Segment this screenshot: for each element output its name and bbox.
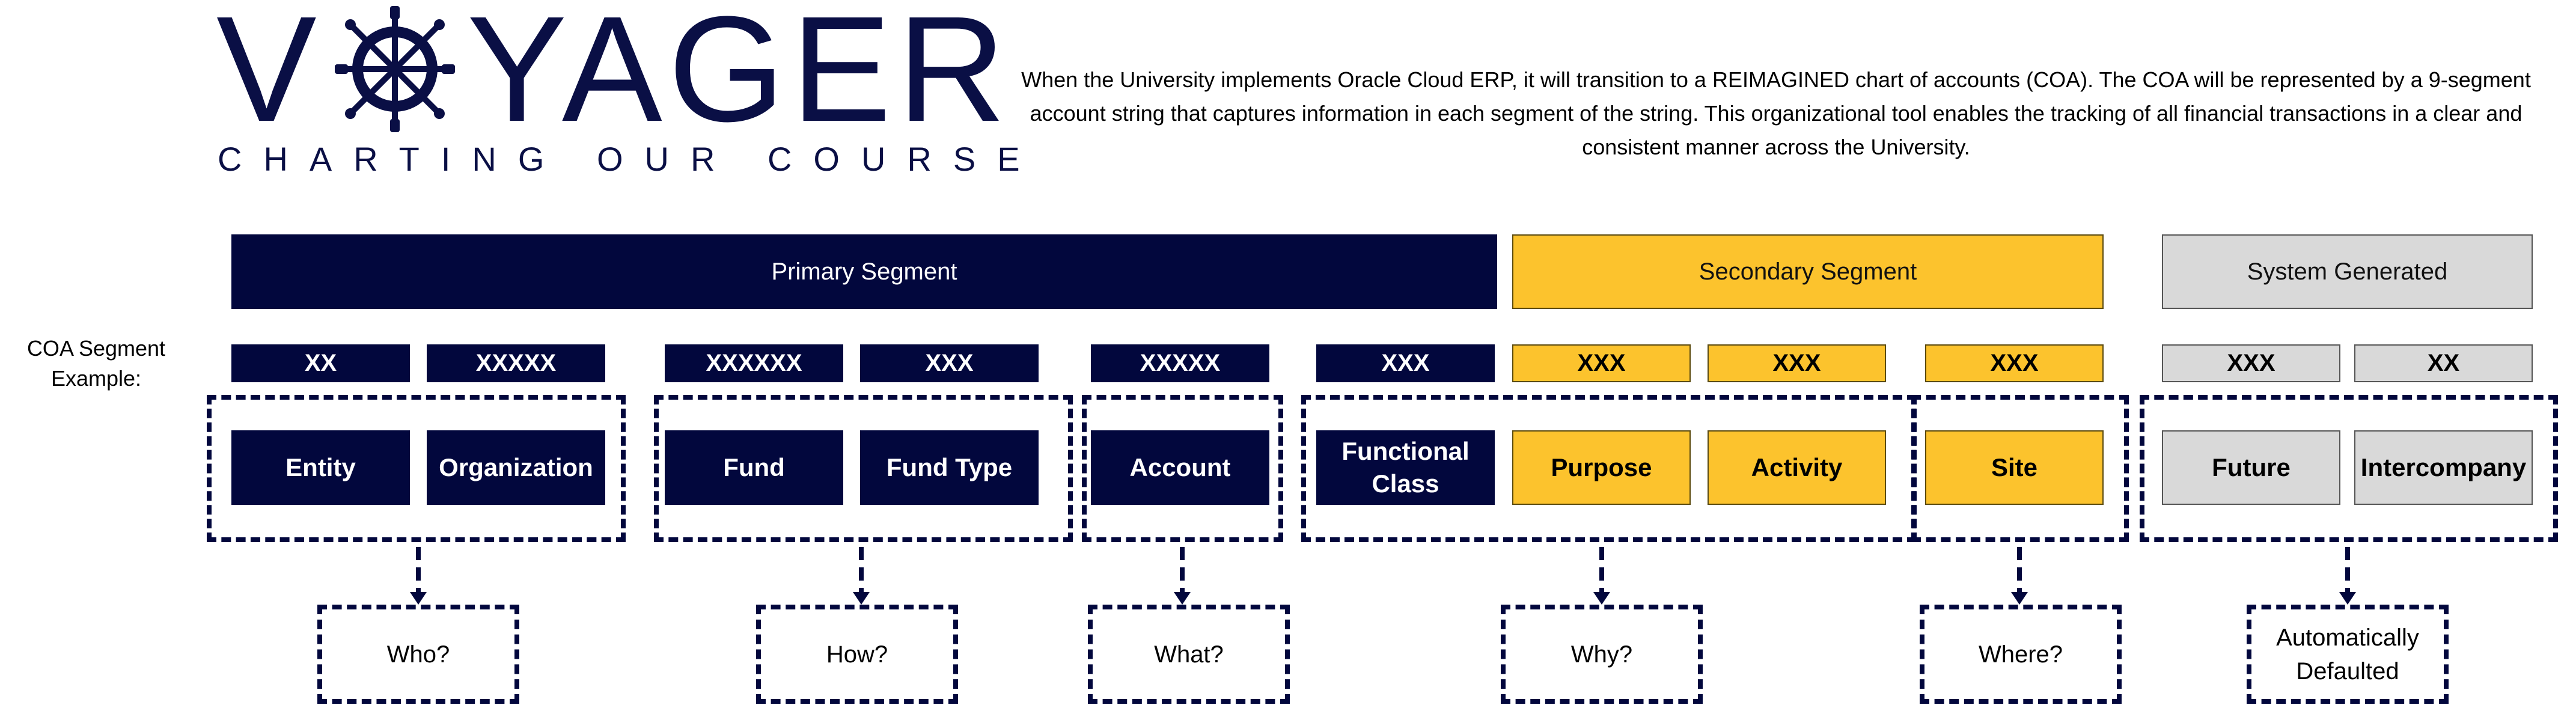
code-fund-type: XXX bbox=[860, 344, 1039, 382]
segment-intercompany: Intercompany bbox=[2354, 430, 2533, 505]
group-how bbox=[654, 395, 1073, 542]
code-future: XXX bbox=[2162, 344, 2340, 382]
question-who: Who? bbox=[317, 605, 519, 704]
question-where: Where? bbox=[1920, 605, 2122, 704]
segment-functional-class: Functional Class bbox=[1316, 430, 1495, 505]
logo-letters-yager: YAGER bbox=[466, 0, 1012, 153]
group-what bbox=[1082, 395, 1283, 542]
group-where bbox=[1911, 395, 2129, 542]
system-generated-header: System Generated bbox=[2162, 234, 2533, 309]
secondary-segment-header: Secondary Segment bbox=[1512, 234, 2104, 309]
code-entity: XX bbox=[231, 344, 410, 382]
primary-segment-header: Primary Segment bbox=[231, 234, 1497, 309]
question-why: Why? bbox=[1501, 605, 1703, 704]
ship-wheel-icon bbox=[334, 6, 455, 132]
segment-entity: Entity bbox=[231, 430, 410, 505]
logo-letter-v: V bbox=[216, 0, 323, 153]
code-functional-class: XXX bbox=[1316, 344, 1495, 382]
code-account: XXXXX bbox=[1091, 344, 1269, 382]
segment-organization: Organization bbox=[427, 430, 605, 505]
logo-tagline: CHARTING OUR COURSE bbox=[218, 140, 1042, 178]
code-fund: XXXXXX bbox=[665, 344, 843, 382]
segment-purpose: Purpose bbox=[1512, 430, 1691, 505]
segment-site: Site bbox=[1925, 430, 2104, 505]
segment-fund-type: Fund Type bbox=[860, 430, 1039, 505]
question-automatically-defaulted: Automatically Defaulted bbox=[2247, 605, 2449, 704]
question-what: What? bbox=[1088, 605, 1290, 704]
code-purpose: XXX bbox=[1512, 344, 1691, 382]
coa-segment-example-label: COA Segment Example: bbox=[26, 336, 166, 391]
group-defaulted bbox=[2140, 395, 2558, 542]
code-organization: XXXXX bbox=[427, 344, 605, 382]
group-who bbox=[207, 395, 626, 542]
segment-fund: Fund bbox=[665, 430, 843, 505]
question-how: How? bbox=[756, 605, 958, 704]
segment-future: Future bbox=[2162, 430, 2340, 505]
segment-activity: Activity bbox=[1708, 430, 1886, 505]
code-intercompany: XX bbox=[2354, 344, 2533, 382]
intro-text: When the University implements Oracle Cl… bbox=[1021, 67, 2531, 159]
code-activity: XXX bbox=[1708, 344, 1886, 382]
code-site: XXX bbox=[1925, 344, 2104, 382]
voyager-logo: V YAGER bbox=[216, 0, 1006, 153]
segment-account: Account bbox=[1091, 430, 1269, 505]
